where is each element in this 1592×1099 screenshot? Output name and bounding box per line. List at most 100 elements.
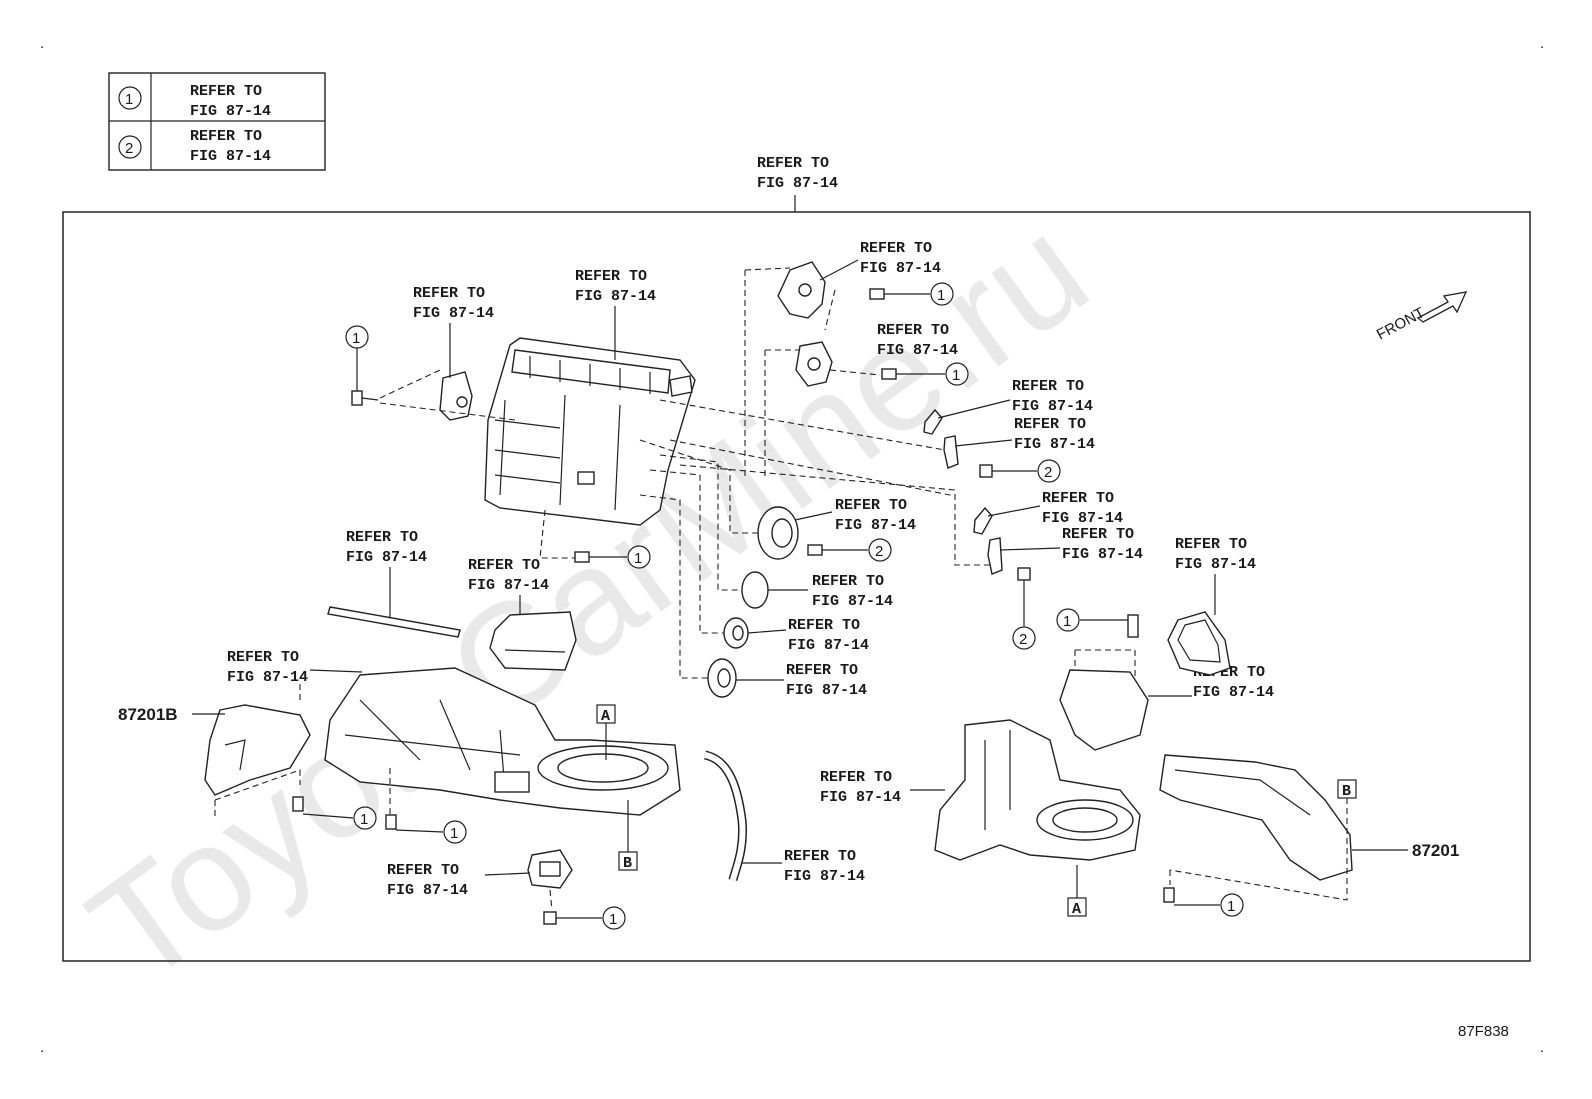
- refer-lever1-line2: FIG 87-14: [1012, 398, 1093, 415]
- callout-1-icon: [443, 820, 467, 844]
- refer-link2-line2: FIG 87-14: [1062, 546, 1143, 563]
- screw-icon: [1017, 567, 1031, 626]
- legend-symbol-2-icon: [118, 135, 142, 159]
- screw-icon: [543, 911, 602, 925]
- callout-1-icon: [930, 282, 954, 306]
- svg-text:.: .: [1540, 1039, 1544, 1056]
- part-number-87201b: 87201B: [118, 705, 178, 724]
- damper-servo-top: [777, 261, 826, 319]
- callout-number: 1: [609, 911, 617, 928]
- refer-lever2-line2: FIG 87-14: [1042, 510, 1123, 527]
- callout-1-icon: [1220, 893, 1244, 917]
- legend-symbol-2: 2: [125, 140, 133, 157]
- refer-servo-top-line1: REFER TO: [860, 240, 932, 257]
- air-duct-87201b: [204, 704, 311, 796]
- refer-link1-line2: FIG 87-14: [1014, 436, 1095, 453]
- damper-disc-2: [741, 571, 769, 609]
- seal-strip: [327, 606, 461, 638]
- svg-text:.: .: [40, 1039, 44, 1056]
- refer-link1-line1: REFER TO: [1014, 416, 1086, 433]
- refer-top-line2: FIG 87-14: [757, 175, 838, 192]
- refer-disc4-line2: FIG 87-14: [786, 682, 867, 699]
- air-duct-87201: [1159, 754, 1353, 881]
- screw-icon: [351, 390, 379, 406]
- refer-filter-line2: FIG 87-14: [1175, 556, 1256, 573]
- svg-text:.: .: [40, 35, 44, 52]
- legend-1-line2: FIG 87-14: [190, 103, 271, 120]
- front-label: FRONT: [1374, 304, 1428, 343]
- refer-seal-line1: REFER TO: [346, 529, 418, 546]
- part-number-87201: 87201: [1412, 841, 1459, 860]
- damper-link: [943, 435, 959, 469]
- refer-blower-case-line2: FIG 87-14: [227, 669, 308, 686]
- blower-housing-right: [934, 719, 1141, 861]
- refer-filter-line1: REFER TO: [1175, 536, 1247, 553]
- refer-disc2-line1: REFER TO: [812, 573, 884, 590]
- refer-servo-mid-line1: REFER TO: [877, 322, 949, 339]
- ref-box-b-letter: B: [623, 855, 632, 872]
- refer-disc3-line1: REFER TO: [788, 617, 860, 634]
- refer-servo-left-line2: FIG 87-14: [413, 305, 494, 322]
- screw-icon: [979, 464, 1037, 478]
- air-duct-small: [489, 611, 577, 671]
- refer-bracket-line2: FIG 87-14: [387, 882, 468, 899]
- screw-icon: [574, 551, 627, 563]
- callout-1-icon: [345, 325, 369, 349]
- callout-number: 1: [450, 825, 458, 842]
- refer-housing-line2: FIG 87-14: [820, 789, 901, 806]
- damper-disc-4: [707, 658, 737, 698]
- ref-box-a-letter: A: [601, 708, 610, 725]
- refer-hose-line2: FIG 87-14: [784, 868, 865, 885]
- refer-lever1-line1: REFER TO: [1012, 378, 1084, 395]
- refer-servo-left-line1: REFER TO: [413, 285, 485, 302]
- callout-number: 1: [634, 550, 642, 567]
- diagram-code: 87F838: [1458, 1023, 1509, 1040]
- legend-symbol-1: 1: [125, 91, 133, 108]
- screw-icon: [292, 796, 354, 819]
- drain-hose: [703, 750, 748, 882]
- damper-lever: [973, 506, 993, 535]
- front-arrow-icon: FRONT: [1374, 291, 1468, 344]
- refer-hose-line1: REFER TO: [784, 848, 856, 865]
- legend-symbol-1-icon: [118, 86, 142, 110]
- refer-bracket-line1: REFER TO: [387, 862, 459, 879]
- resistor-bracket: [527, 849, 573, 889]
- corner-marks: . . . .: [40, 35, 1544, 1056]
- legend-1-line1: REFER TO: [190, 83, 262, 100]
- refer-duct-right-line2: FIG 87-14: [1193, 684, 1274, 701]
- callout-number: 2: [875, 543, 883, 560]
- ref-box-b-right-letter: B: [1342, 783, 1351, 800]
- screw-icon: [869, 288, 930, 300]
- refer-duct-small-line2: FIG 87-14: [468, 577, 549, 594]
- callout-2-icon: [1012, 626, 1036, 650]
- air-filter-frame: [1167, 611, 1231, 676]
- refer-link2-line1: REFER TO: [1062, 526, 1134, 543]
- callout-number: 1: [352, 330, 360, 347]
- diagram-frame: [62, 211, 1531, 962]
- refer-seal-line2: FIG 87-14: [346, 549, 427, 566]
- callout-1-icon: [945, 362, 969, 386]
- refer-disc3-line2: FIG 87-14: [788, 637, 869, 654]
- refer-disc1-line2: FIG 87-14: [835, 517, 916, 534]
- refer-housing-line1: REFER TO: [820, 769, 892, 786]
- damper-disc-1: [757, 506, 799, 560]
- callout-number: 1: [937, 287, 945, 304]
- damper-lever: [923, 408, 943, 435]
- refer-top-line1: REFER TO: [757, 155, 829, 172]
- ref-box-a-right-letter: A: [1072, 901, 1081, 918]
- screw-icon: [385, 814, 444, 833]
- refer-duct-small-line1: REFER TO: [468, 557, 540, 574]
- screw-icon: [807, 544, 868, 556]
- refer-case-line2: FIG 87-14: [575, 288, 656, 305]
- damper-servo-mid: [795, 341, 833, 387]
- refer-disc4-line1: REFER TO: [786, 662, 858, 679]
- callout-1-icon: [602, 906, 626, 930]
- callout-2-icon: [1037, 459, 1061, 483]
- screw-icon: [881, 368, 945, 380]
- refer-case-line1: REFER TO: [575, 268, 647, 285]
- callout-1-icon: [627, 545, 651, 569]
- svg-text:.: .: [1540, 35, 1544, 52]
- refer-servo-mid-line2: FIG 87-14: [877, 342, 958, 359]
- callout-number: 1: [952, 367, 960, 384]
